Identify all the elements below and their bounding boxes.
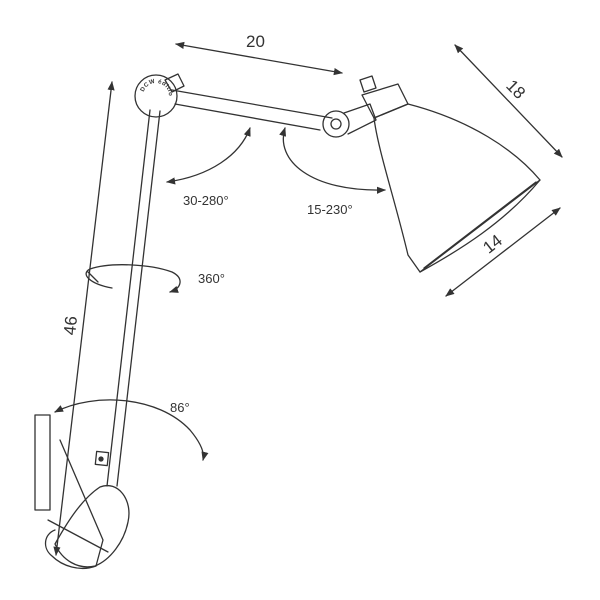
- lower-arm: [106, 109, 151, 487]
- shade-tilt-label: 15-230°: [307, 202, 353, 217]
- shade-joint-knob: [330, 118, 342, 130]
- lower-arm-back: [116, 110, 161, 487]
- wall-mount-plate: [34, 414, 51, 511]
- elbow-joint: [134, 74, 178, 118]
- shade-bracket: [343, 103, 377, 135]
- dim-line-shade-depth: [454, 44, 563, 158]
- shade-rim-inner: [423, 181, 537, 269]
- total-height-label: 46: [60, 315, 81, 336]
- rotation-arc-base: [54, 399, 209, 461]
- base-rounded-tail: [44, 529, 97, 570]
- dim-line-arm-length: [175, 41, 343, 76]
- elbow-tab: [164, 73, 185, 93]
- brand-logo-text: DCW éditions: [0, 0, 173, 97]
- rotation-arc-elbow: [166, 127, 251, 185]
- upper-arm: [171, 89, 333, 119]
- rotation-ellipse-swivel: [85, 264, 181, 293]
- rotation-arc-shade: [279, 127, 386, 194]
- arm-length-label: 20: [246, 32, 265, 51]
- socket-cap: [359, 75, 377, 93]
- pivot-base: [54, 484, 130, 568]
- clamp-screw: [98, 456, 104, 462]
- dim-line-total-height: [53, 81, 115, 556]
- elbow-rotation-label: 30-280°: [183, 193, 229, 208]
- shade-rim: [419, 179, 541, 273]
- lamp-shade: [373, 103, 541, 273]
- shade-joint: [322, 110, 350, 138]
- dim-line-shade-diameter: [445, 207, 561, 297]
- swivel-rotation-label: 360°: [198, 271, 225, 286]
- base-pivot-label: 86°: [170, 400, 190, 415]
- upper-arm-back: [174, 103, 321, 131]
- swivel-start-tail: [87, 271, 99, 283]
